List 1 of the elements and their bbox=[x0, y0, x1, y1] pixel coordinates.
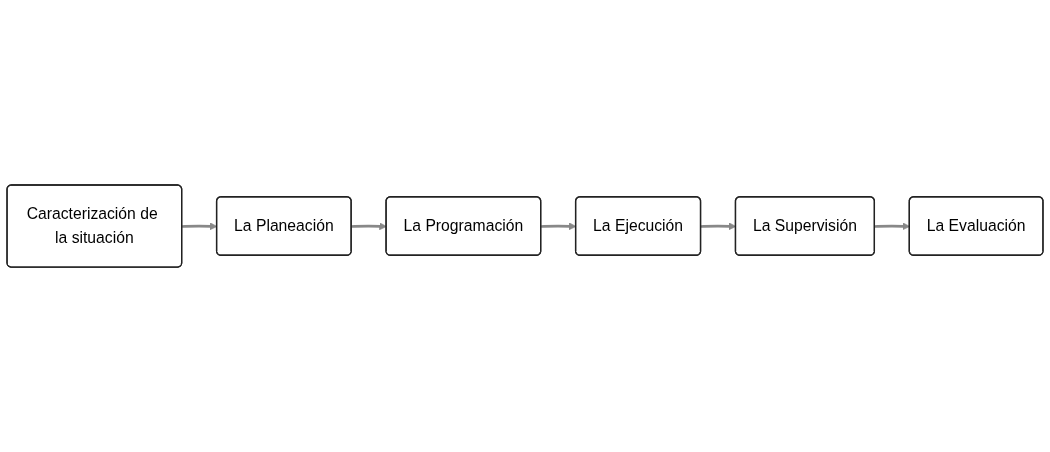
arrow bbox=[351, 222, 387, 231]
